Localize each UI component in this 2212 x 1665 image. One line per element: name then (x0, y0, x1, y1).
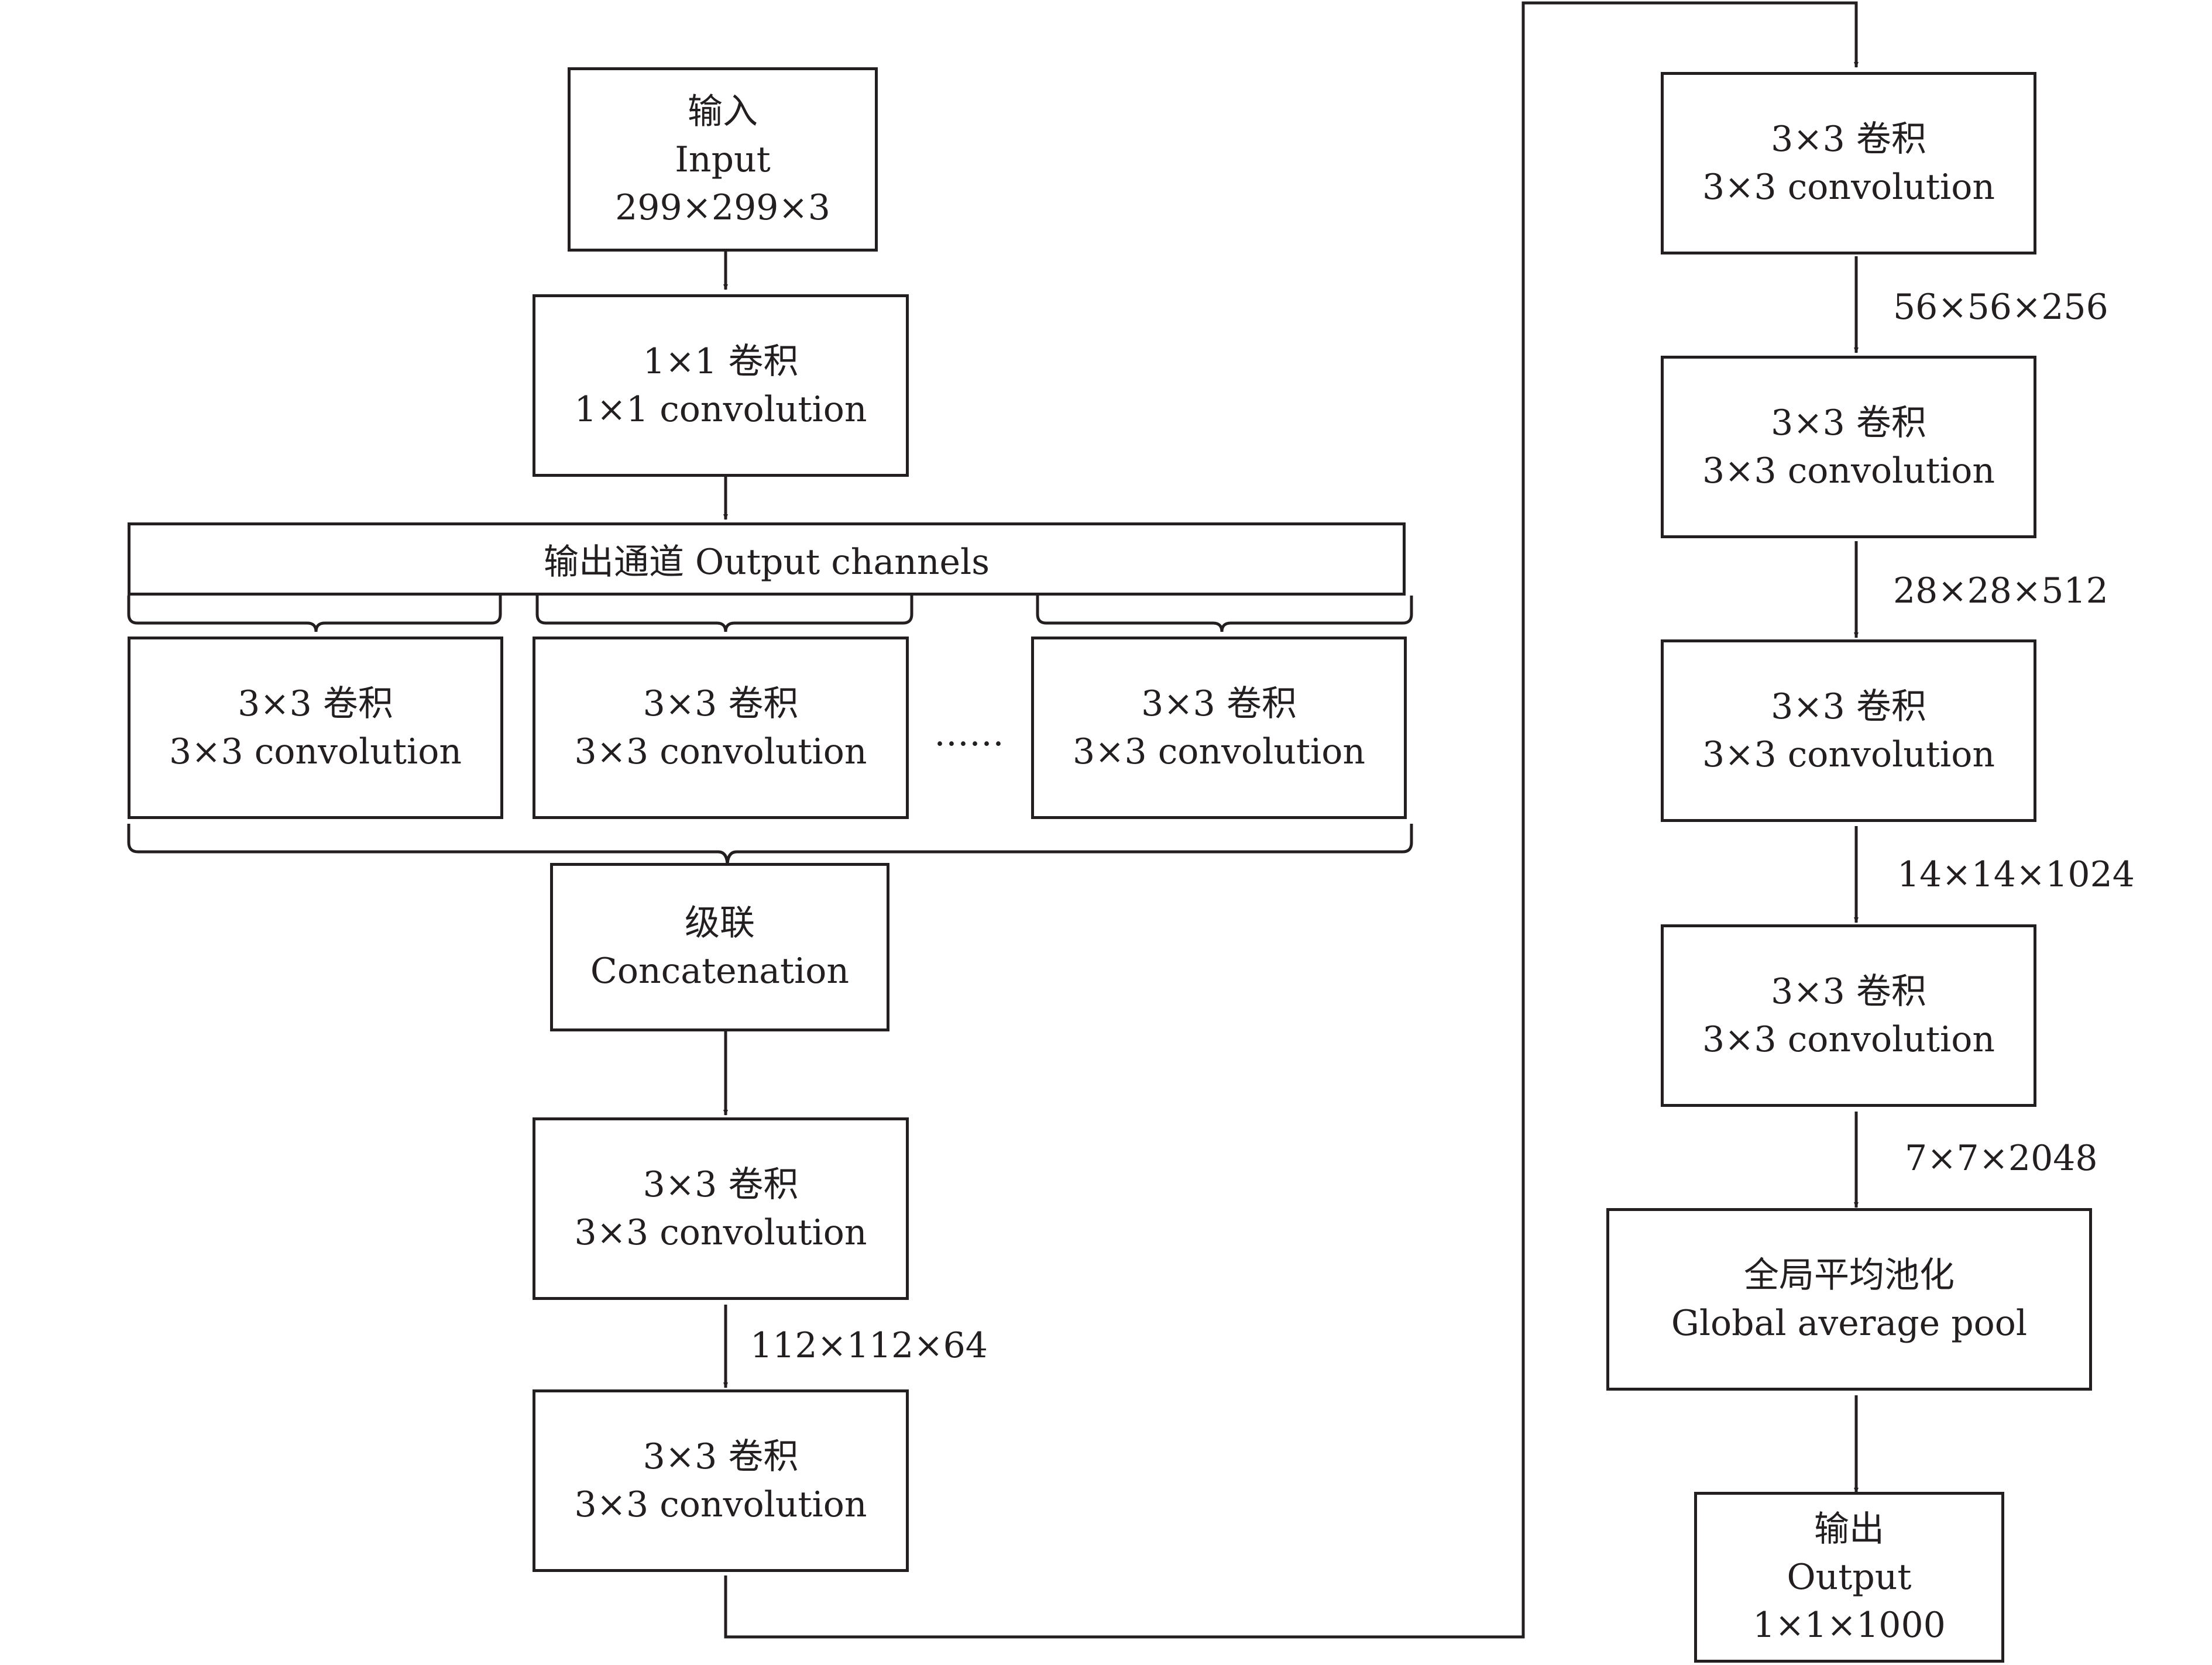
global-average-pool-node: 全局平均池化 Global average pool (1606, 1208, 2092, 1391)
left-conv-label-cn: 3×3 卷积 (643, 1164, 799, 1205)
right-conv-label-cn: 3×3 卷积 (1771, 971, 1926, 1012)
output-node: 输出 Output 1×1×1000 (1694, 1492, 2004, 1663)
edge-label-56: 56×56×256 (1893, 287, 2108, 328)
right-conv-label-cn: 3×3 卷积 (1771, 119, 1926, 160)
branch-label-cn: 3×3 卷积 (643, 683, 799, 724)
edge-label-14: 14×14×1024 (1897, 854, 2135, 895)
input-label-en: Input (675, 139, 771, 180)
branch-label-en: 3×3 convolution (1073, 731, 1365, 772)
branch-label-cn: 3×3 卷积 (238, 683, 393, 724)
branch-conv-node-1: 3×3 卷积 3×3 convolution (128, 637, 503, 819)
right-conv-node-1: 3×3 卷积 3×3 convolution (1661, 72, 2036, 254)
output-channels-band: 输出通道 Output channels (128, 522, 1406, 596)
output-channels-label: 输出通道 Output channels (543, 542, 990, 583)
right-conv-node-3: 3×3 卷积 3×3 convolution (1661, 639, 2036, 822)
conv1x1-label-en: 1×1 convolution (574, 389, 867, 430)
brace-branch-1 (127, 596, 502, 632)
pool-label-cn: 全局平均池化 (1744, 1255, 1955, 1296)
right-conv-label-en: 3×3 convolution (1702, 450, 1995, 491)
output-label-en: Output (1787, 1557, 1912, 1598)
conv1x1-node: 1×1 卷积 1×1 convolution (533, 294, 909, 477)
brace-branch-2 (535, 596, 913, 632)
branch-label-cn: 3×3 卷积 (1141, 683, 1297, 724)
branch-conv-node-2: 3×3 卷积 3×3 convolution (533, 637, 909, 819)
right-conv-label-en: 3×3 convolution (1702, 167, 1995, 208)
left-conv-node-1: 3×3 卷积 3×3 convolution (533, 1117, 909, 1300)
conv1x1-label-cn: 1×1 卷积 (643, 341, 799, 382)
arrow-left-to-right-column (724, 1, 1859, 1639)
brace-concat (127, 824, 1413, 866)
input-shape: 299×299×3 (615, 187, 830, 228)
output-shape: 1×1×1000 (1753, 1605, 1946, 1646)
right-conv-node-4: 3×3 卷积 3×3 convolution (1661, 924, 2036, 1107)
left-conv-label-cn: 3×3 卷积 (643, 1436, 799, 1477)
branch-label-en: 3×3 convolution (574, 731, 867, 772)
branch-label-en: 3×3 convolution (169, 731, 462, 772)
concatenation-node: 级联 Concatenation (550, 863, 889, 1031)
edge-label-7: 7×7×2048 (1905, 1138, 2098, 1179)
brace-branch-3 (1036, 596, 1413, 632)
output-label-cn: 输出 (1814, 1509, 1884, 1550)
concat-label-en: Concatenation (590, 951, 850, 992)
left-conv-label-en: 3×3 convolution (574, 1212, 867, 1253)
left-conv-node-2: 3×3 卷积 3×3 convolution (533, 1389, 909, 1572)
edge-label-112: 112×112×64 (750, 1325, 988, 1366)
right-conv-label-cn: 3×3 卷积 (1771, 403, 1926, 443)
branch-ellipsis: …… (934, 713, 1004, 754)
input-node: 输入 Input 299×299×3 (568, 67, 878, 252)
input-label-cn: 输入 (688, 91, 758, 132)
right-conv-node-2: 3×3 卷积 3×3 convolution (1661, 356, 2036, 538)
right-conv-label-en: 3×3 convolution (1702, 1019, 1995, 1060)
edge-label-28: 28×28×512 (1893, 570, 2108, 611)
pool-label-en: Global average pool (1671, 1303, 2028, 1344)
branch-conv-node-3: 3×3 卷积 3×3 convolution (1031, 637, 1407, 819)
right-conv-label-cn: 3×3 卷积 (1771, 686, 1926, 727)
concat-label-cn: 级联 (685, 903, 755, 944)
right-conv-label-en: 3×3 convolution (1702, 734, 1995, 775)
left-conv-label-en: 3×3 convolution (574, 1484, 867, 1525)
